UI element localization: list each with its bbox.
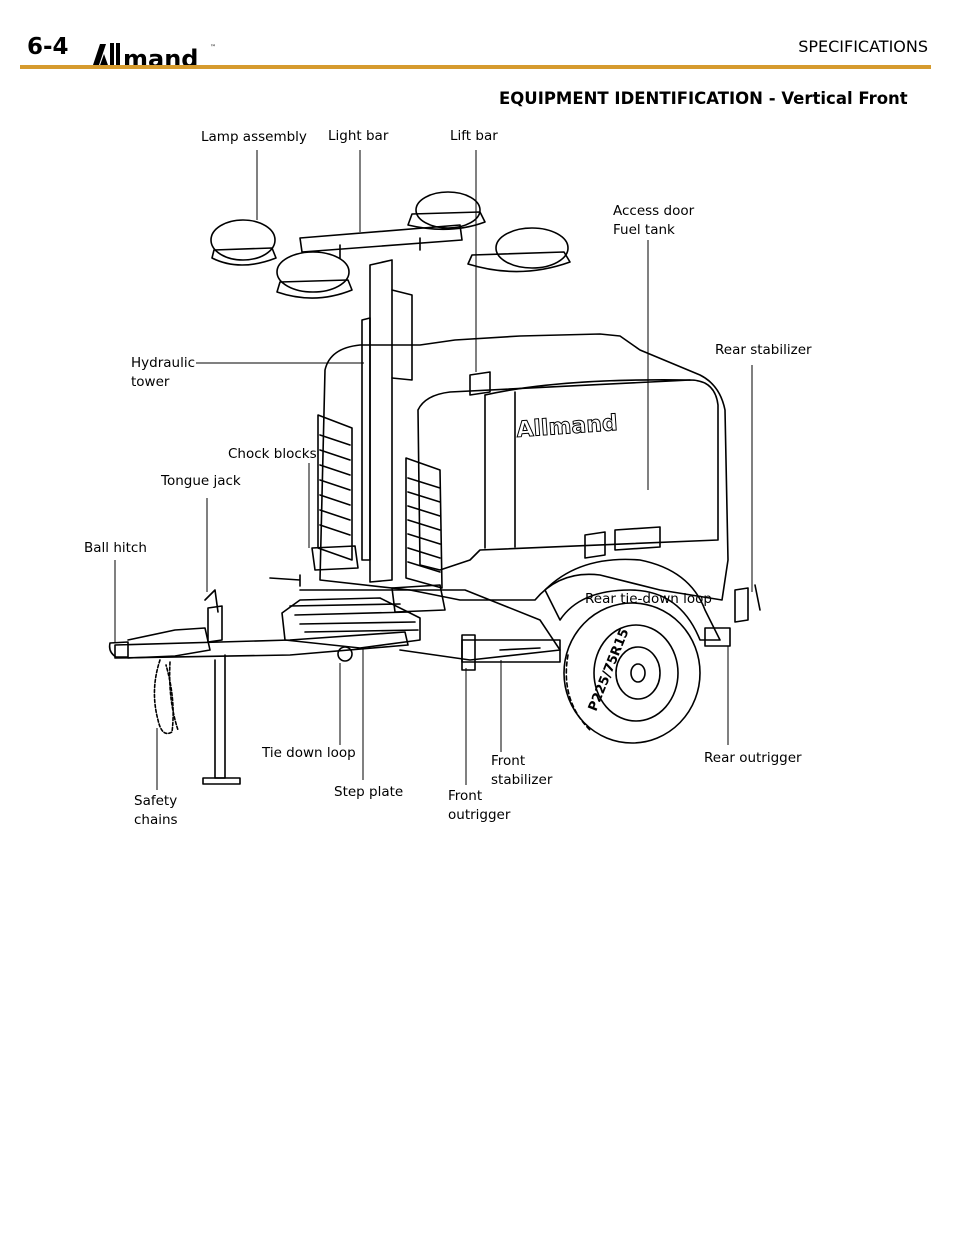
- label-tongue-jack: Tongue jack: [161, 473, 241, 489]
- label-front-stabilizer: Front stabilizer: [491, 753, 553, 788]
- svg-text:™: ™: [210, 44, 216, 51]
- label-ball-hitch: Ball hitch: [84, 540, 147, 556]
- svg-text:P225/75R15: P225/75R15: [586, 627, 633, 714]
- label-rear-outrigger: Rear outrigger: [704, 750, 802, 766]
- page-number: 6-4: [27, 34, 69, 60]
- label-access-door: Access door Fuel tank: [613, 203, 695, 238]
- label-rear-tie-down-loop: Rear tie-down loop: [585, 591, 712, 607]
- label-tie-down-loop: Tie down loop: [262, 745, 356, 761]
- header-rule: [20, 65, 931, 69]
- label-chock-blocks: Chock blocks: [228, 446, 317, 462]
- section-title: SPECIFICATIONS: [798, 37, 928, 56]
- label-lift-bar: Lift bar: [450, 128, 498, 144]
- label-light-bar: Light bar: [328, 128, 389, 144]
- label-step-plate: Step plate: [334, 784, 404, 800]
- label-front-outrigger: Front outrigger: [448, 788, 511, 823]
- figure-title: EQUIPMENT IDENTIFICATION - Vertical Fron…: [499, 89, 908, 108]
- label-lamp-assembly: Lamp assembly: [201, 129, 307, 145]
- label-safety-chains: Safety chains: [134, 793, 178, 828]
- svg-text:Allmand: Allmand: [516, 411, 619, 443]
- label-hydraulic-tower: Hydraulic tower: [131, 355, 196, 390]
- label-rear-stabilizer: Rear stabilizer: [715, 342, 812, 358]
